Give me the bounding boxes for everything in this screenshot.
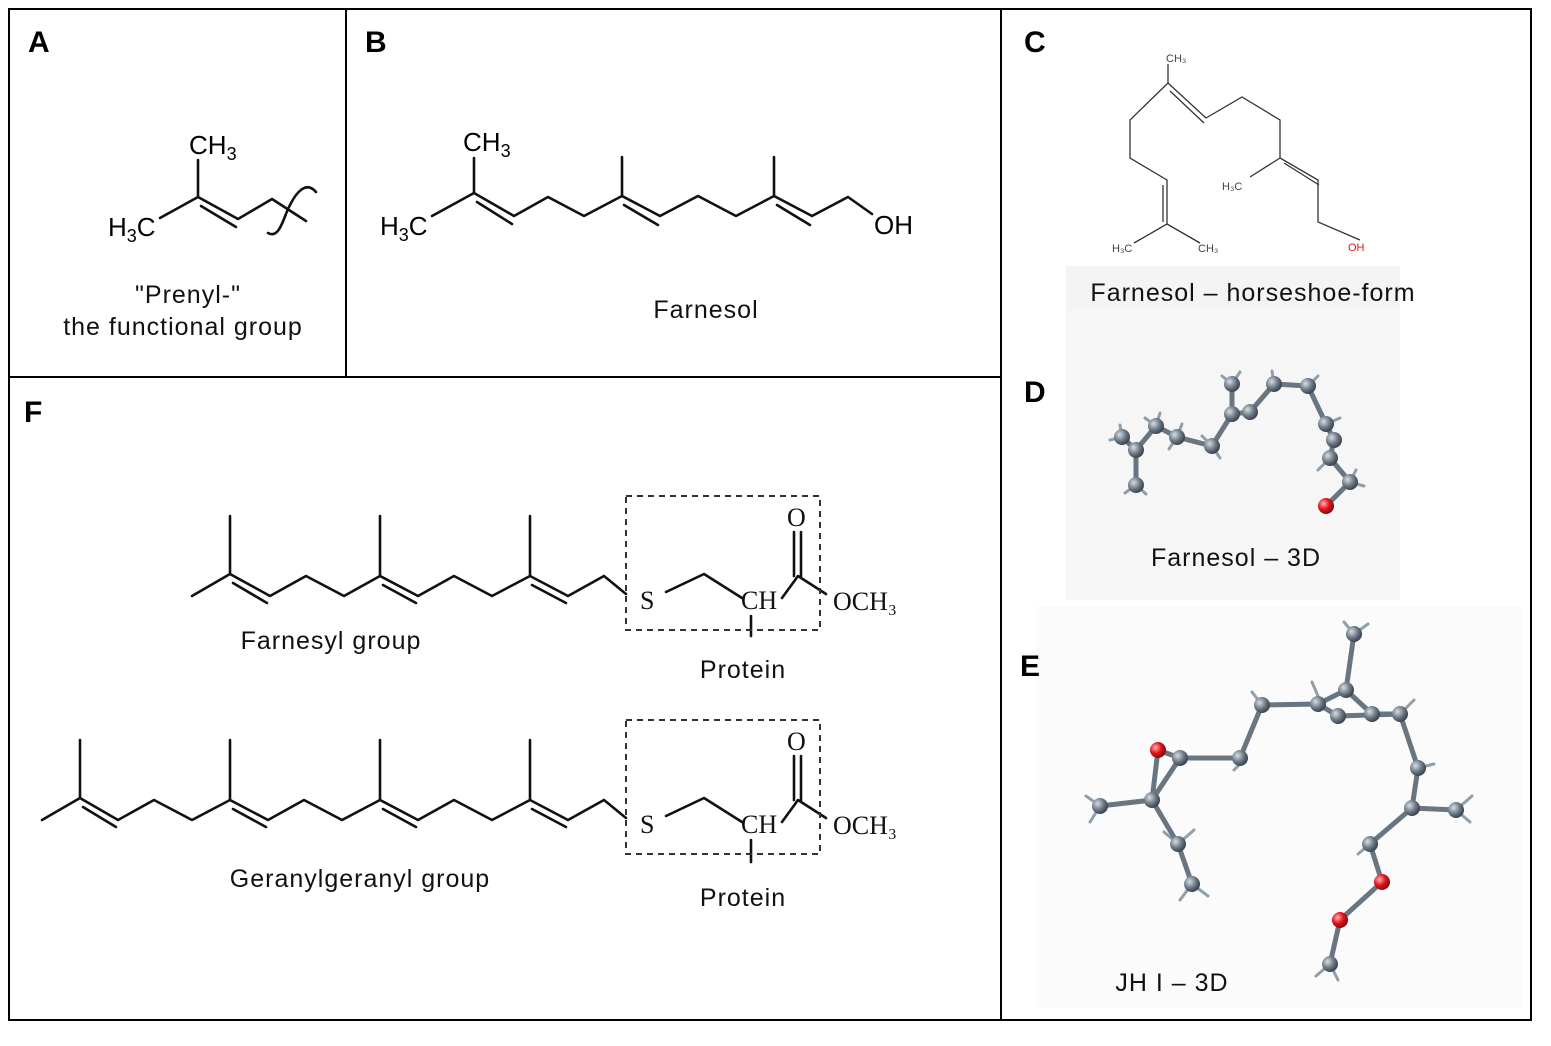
farnesyl-group-label: Farnesyl group (241, 627, 422, 655)
geranylgeranyl-och3-label: OCH₃ (833, 811, 897, 840)
farnesyl-s-label: S (640, 586, 654, 615)
horseshoe-ch3-top: CH₃ (1166, 53, 1186, 65)
farnesol-structure (430, 155, 874, 227)
geranylgeranyl-protein-label: Protein (700, 884, 786, 912)
geranylgeranyl-ch-label: CH (741, 810, 777, 839)
panel-d: D (1024, 308, 1400, 600)
horseshoe-h3c-bottom-left: H₃C (1112, 243, 1132, 255)
farnesyl-protein-label: Protein (700, 656, 786, 684)
farnesol-3d-atoms (1114, 376, 1358, 514)
horseshoe-ch3-bottom-right: CH₃ (1198, 243, 1218, 255)
panel-e: E (1020, 606, 1522, 1008)
panel-a: A CH3 H3C "Prenyl-" the functional group (28, 26, 318, 341)
farnesol-3d-bg (1066, 308, 1400, 600)
panel-d-letter: D (1024, 376, 1046, 409)
prenyl-structure (158, 158, 318, 236)
farnesol-3d-caption: Farnesol – 3D (1151, 544, 1321, 572)
panel-borders (8, 8, 1532, 1021)
horseshoe-oh: OH (1348, 242, 1365, 254)
horseshoe-structure (1129, 64, 1361, 244)
panel-f: F S CH O OCH₃ Farnesyl group Protein (24, 396, 897, 912)
farnesol-ch3-label: CH3 (463, 127, 511, 161)
jh1-3d-atoms (1092, 626, 1464, 972)
jh1-3d-caption: JH I – 3D (1115, 969, 1228, 997)
horseshoe-h3c-left: H₃C (1222, 181, 1242, 193)
panel-e-letter: E (1020, 650, 1040, 683)
geranylgeranyl-o-label: O (787, 727, 806, 756)
prenyl-h3c-label: H3C (108, 212, 156, 246)
geranylgeranyl-group-label: Geranylgeranyl group (230, 865, 490, 893)
farnesyl-ch-label: CH (741, 586, 777, 615)
panel-b: B CH3 H3C OH Farnesol (365, 26, 913, 324)
farnesyl-och3-label: OCH₃ (833, 587, 897, 616)
farnesol-caption: Farnesol (653, 296, 758, 324)
farnesyl-o-label: O (787, 503, 806, 532)
prenyl-caption-line1: "Prenyl-" (135, 281, 241, 309)
panel-f-letter: F (24, 396, 42, 429)
farnesol-oh-label: OH (874, 210, 913, 240)
panel-c: C CH₃ H₃C H₃C CH₃ OH Farnesol – horsesho… (1024, 26, 1415, 308)
farnesol-3d-model (1108, 369, 1366, 514)
panel-b-letter: B (365, 26, 387, 59)
panel-a-letter: A (28, 26, 50, 59)
geranylgeranyl-structure (40, 719, 828, 864)
jh1-3d-model (1084, 620, 1474, 982)
panel-c-letter: C (1024, 26, 1046, 59)
geranylgeranyl-s-label: S (640, 810, 654, 839)
horseshoe-caption: Farnesol – horseshoe-form (1090, 279, 1415, 307)
farnesyl-structure (190, 495, 828, 638)
horseshoe-caption-bg (1066, 266, 1400, 308)
prenyl-ch3-label: CH3 (189, 130, 237, 164)
prenyl-caption-line2: the functional group (63, 313, 303, 341)
farnesol-h3c-label: H3C (380, 211, 428, 245)
